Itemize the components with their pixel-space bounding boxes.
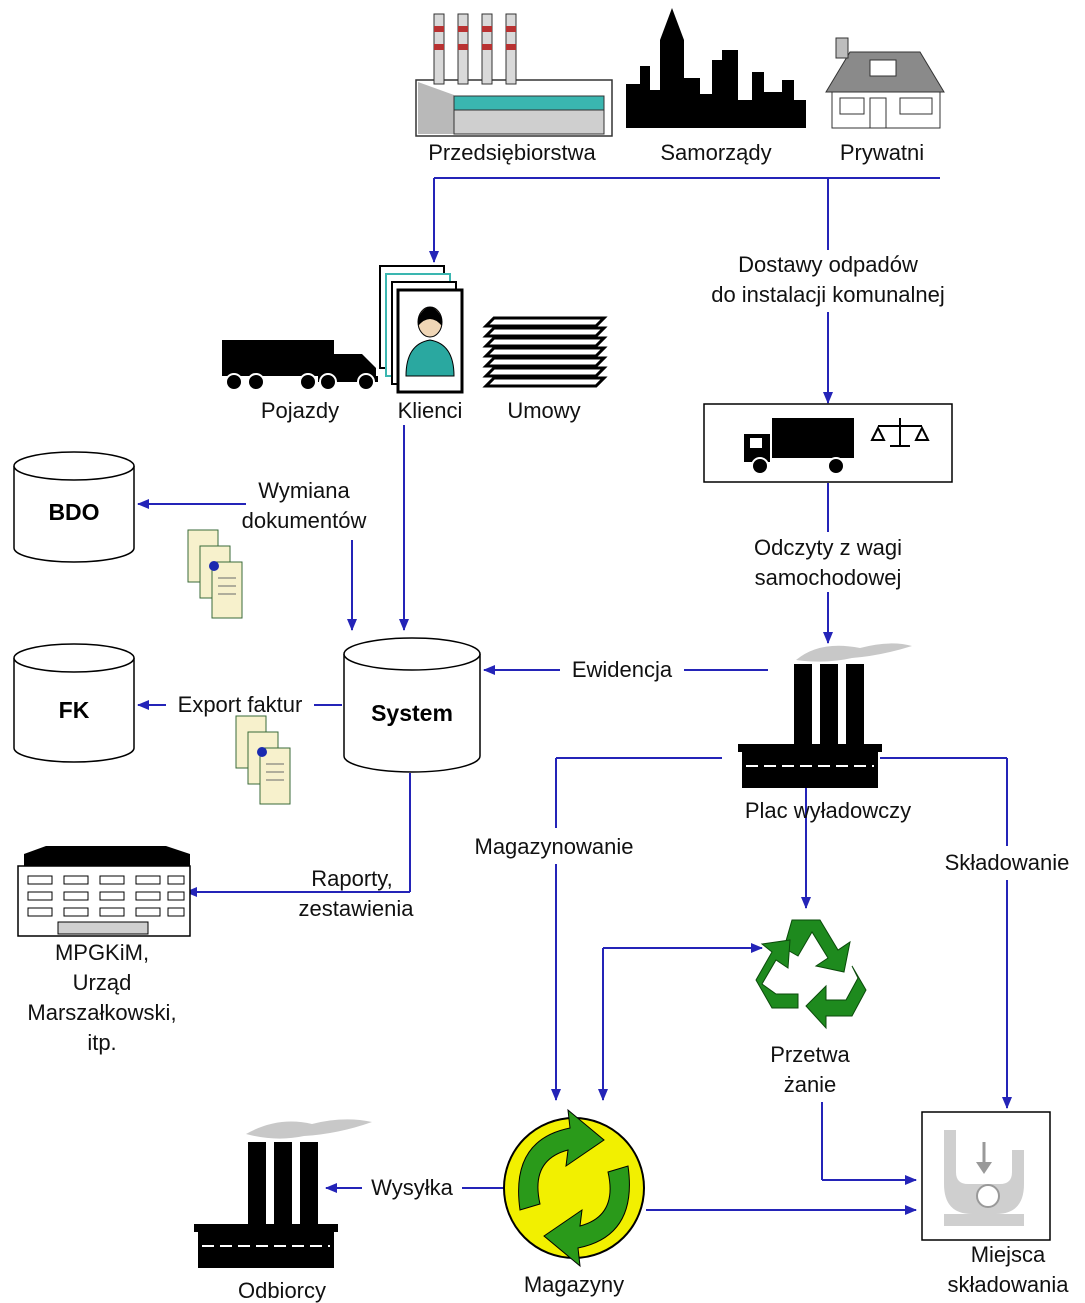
fk-database: FK [13,643,135,763]
label-export-faktur: Export faktur [178,692,303,717]
label-przedsiebiorstwa: Przedsiębiorstwa [428,140,596,165]
label-miejsca-line1: Miejsca [971,1242,1046,1267]
label-odczyty-line2: samochodowej [755,565,902,590]
label-mpgkim-line1: MPGKiM, [55,940,149,965]
label-wymiana-line1: Wymiana [258,478,350,503]
recycle-icon [755,919,867,1030]
scale-icon [870,418,930,447]
truck-scale-box [703,403,953,483]
label-umowy: Umowy [507,398,580,423]
city-skyline-icon [626,8,806,128]
label-pojazdy: Pojazdy [261,398,339,423]
label-wysylka: Wysyłka [371,1175,453,1200]
label-przetwa-line1: Przetwa [770,1042,850,1067]
label-ewidencja: Ewidencja [572,657,673,682]
label-magazynowanie: Magazynowanie [475,834,634,859]
label-raporty-line2: zestawienia [299,896,415,921]
label-miejsca-line2: składowania [947,1272,1069,1297]
document-stack-icon [482,316,608,388]
label-prywatni: Prywatni [840,140,924,165]
system-database: System [343,637,481,773]
label-odbiorcy: Odbiorcy [238,1278,326,1303]
bdo-database: BDO [13,451,135,563]
label-bdo: BDO [48,499,99,525]
label-raporty-line1: Raporty, [311,866,393,891]
label-fk: FK [59,697,90,723]
label-odczyty-line1: Odczyty z wagi [754,535,902,560]
plant-chimney-icon [194,1119,372,1268]
label-dostawy-line1: Dostawy odpadów [738,252,918,277]
house-icon [825,37,945,129]
label-plac: Plac wyładowczy [745,798,911,823]
label-samorzady: Samorządy [660,140,771,165]
label-klienci: Klienci [398,398,463,423]
plant-chimney-icon [738,643,912,788]
label-przetwa-line2: żanie [784,1072,837,1097]
label-system: System [371,700,453,726]
office-building-icon [17,846,191,937]
label-mpgkim-line3: Marszałkowski, [27,1000,176,1025]
factory-icon [415,13,613,137]
label-wymiana-line2: dokumentów [242,508,367,533]
documents-icon [235,715,291,805]
green-dot-icon [503,1108,645,1268]
label-mpgkim-line4: itp. [87,1030,116,1055]
label-skladowanie: Składowanie [945,850,1070,875]
truck-icon [744,418,854,475]
documents-icon [187,529,243,619]
client-cards-icon [379,265,464,394]
label-dostawy-line2: do instalacji komunalnej [711,282,945,307]
landfill-icon [921,1111,1051,1241]
label-mpgkim-line2: Urząd [73,970,132,995]
truck-icon [222,340,378,391]
connectors [137,177,1012,1215]
label-magazyny: Magazyny [524,1272,624,1297]
